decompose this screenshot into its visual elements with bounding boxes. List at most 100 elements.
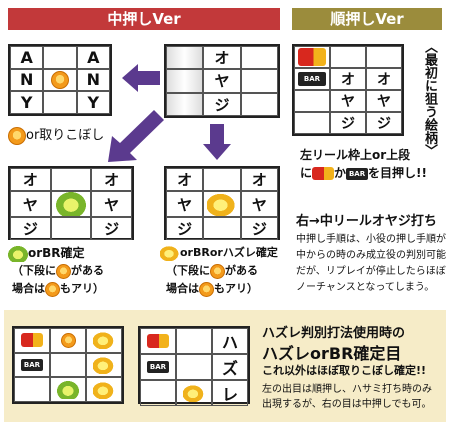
cell-empty [203,217,241,240]
right-header: 順押しVer [292,8,442,30]
cell-empty [43,91,77,114]
reel-shade [166,46,204,70]
cell-re: レ [212,380,248,406]
cell-o: オ [366,68,402,90]
cell-seven [294,46,330,68]
cell-cherry [86,328,122,353]
cell-ya: ヤ [366,90,402,112]
cell-empty [50,168,92,191]
cell-o: オ [10,168,51,191]
bottom-para: 左の出目は順押し、ハサミ打ち時のみ 出現するが、右の目は中押しでも可。 [262,384,432,410]
cell-ya: ヤ [240,191,278,217]
cell-a2: A [76,46,110,69]
cell-o: オ [166,168,204,191]
cell-zu: ズ [212,354,248,380]
cell-ji: ジ [166,217,204,240]
coin-icon [60,332,76,348]
cell-a1: A [10,46,44,69]
bar-icon: BAR [298,72,326,86]
cell-empty [240,92,278,116]
seven-icon [312,167,335,180]
seven-icon [21,333,43,348]
cell-ya: ヤ [203,69,241,93]
cell-cherry [86,377,122,402]
cell-seven [140,328,176,354]
cell-ji: ジ [366,112,402,134]
bell-icon [57,380,79,399]
right-grid: BAR オ オ ヤ ヤ ジ ジ [292,44,404,136]
arrow-down-left-icon [108,110,164,162]
arrow-left-icon [122,64,160,92]
cell-empty [240,69,278,93]
cell-empty [294,112,330,134]
cell-ji: ジ [203,92,241,116]
cell-ji: ジ [240,217,278,240]
cell-ha: ハ [212,328,248,354]
coin-icon [45,281,60,297]
cell-cherry [203,191,241,217]
cherry-icon [93,380,115,399]
coin-icon [8,126,26,145]
bottom-title-1: ハズレ判別打法使用時の [262,326,406,341]
cell-empty [176,328,212,354]
cell-seven [14,328,50,353]
seven-icon [147,334,169,348]
cell-o: オ [91,168,132,191]
cherry-icon [93,355,115,374]
cell-ji: ジ [91,217,132,240]
coin-icon [210,263,225,279]
cell-o: オ [330,68,366,90]
cell-o: オ [203,46,241,70]
vertical-note: 〈最初に狙う絵柄〉 [422,40,437,157]
cherry-icon [206,192,237,216]
cherry-caption: orBRorハズレ確定 [160,244,278,261]
reel-shade [166,69,204,93]
cell-bar: BAR [14,352,50,378]
coin-icon [56,263,71,279]
cell-y2: Y [76,91,110,114]
cell-bell [50,377,86,402]
bar-icon: BAR [147,361,169,373]
cell-ya: ヤ [330,90,366,112]
bell-icon [8,245,28,262]
cell-ya: ヤ [91,191,132,217]
cell-empty [50,217,92,240]
cell-empty [294,90,330,112]
cell-empty [176,354,212,380]
cell-empty [330,46,366,68]
cell-n1: N [10,68,44,92]
bottom-title-2: ハズレorBR確定目 [262,344,402,363]
cell-cherry [86,352,122,378]
cell-o: オ [240,168,278,191]
cell-cherry [176,380,212,406]
coin-icon [199,281,214,297]
cherry-grid: オ オ ヤ ヤ ジ ジ [164,166,280,240]
cherry-sub: （下段にがある 場合はもアリ） [166,263,258,297]
cell-empty [240,46,278,70]
bell-sub: （下段にがある 場合はもアリ） [12,263,104,297]
cell-ji: ジ [10,217,51,240]
cell-empty [140,380,176,406]
oyaji-grid-top: オ ヤ ジ [164,44,280,118]
seven-icon [298,48,326,66]
bar-icon: BAR [346,167,369,180]
left-header: 中押しVer [8,8,280,30]
miss-label: or取りこぼし [8,124,104,145]
cell-empty [43,46,77,69]
arrow-down-icon [203,124,231,160]
cherry-icon [160,245,180,261]
bell-grid: オ オ ヤ ヤ ジ ジ [8,166,134,240]
cherry-icon [183,384,205,402]
cell-bell [50,191,92,217]
cell-empty [203,168,241,191]
bell-caption: orBR確定 [8,244,85,262]
right-sub-title: 右→中リールオヤジ打ち [296,214,437,229]
cell-bar: BAR [294,68,330,90]
bar-icon: BAR [21,358,43,371]
cell-n2: N [76,68,110,92]
any-grid: A A N N Y Y [8,44,112,116]
cell-ya: ヤ [10,191,51,217]
cell-ya: ヤ [166,191,204,217]
cell-ji: ジ [330,112,366,134]
right-note-1: 左リール枠上or上段 [300,148,411,162]
